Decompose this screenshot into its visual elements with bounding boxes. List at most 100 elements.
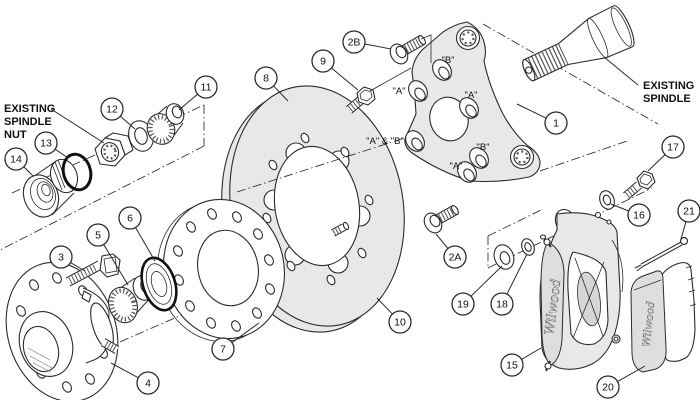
callout-bubble [661,135,685,159]
svg-text:"A" & "B": "A" & "B" [366,136,404,147]
callout-leader [610,203,629,212]
callout-leader [470,265,503,297]
callout-bubble [49,245,73,269]
callout-14: 14 [4,147,34,177]
callout-number: 9 [320,56,326,68]
callout-19: 19 [451,265,503,316]
callout-leader [54,148,69,159]
callout-15: 15 [500,347,542,377]
hub-key-tab [81,290,92,303]
svg-text:"A": "A" [449,161,462,172]
svg-text:"A": "A" [464,90,477,101]
part-cotter-pin [634,236,689,272]
svg-text:SPINDLE: SPINDLE [643,93,691,105]
part-grease-seal [140,256,178,312]
svg-text:EXISTING: EXISTING [4,103,55,115]
callout-10: 10 [376,297,412,334]
callout-5: 5 [86,223,129,286]
callout-6: 6 [118,206,156,262]
part-caliper: Wilwood [539,208,624,372]
part-rotor-adapter [157,198,286,342]
callout-12: 12 [100,97,136,130]
part-outer-bearing [146,103,185,145]
caliper-brand-script: Wilwood [543,278,565,336]
caliper-crossover-tube [611,239,624,293]
part-existing-spindle [522,5,635,82]
part-bolt-9 [345,67,412,114]
part-hub [5,261,120,400]
callout-bubble [311,49,335,73]
callout-number: 18 [496,299,508,311]
callout-bubble [490,292,514,316]
label-leader [50,108,105,144]
callout-bubble [627,203,651,227]
part-spindle-nut [94,132,134,167]
pad-outboard [630,270,667,373]
callout-leader [231,322,260,343]
callout-3: 3 [49,245,86,272]
callout-leader [516,103,547,119]
callout-bubble [342,30,366,54]
callout-bubble [451,292,475,316]
callout-bubble [4,147,28,171]
callout-17: 17 [647,135,685,172]
adapter-holes [173,208,275,332]
pad-inboard [660,262,696,363]
callout-leader [273,85,289,102]
callout-leader [376,297,393,315]
callout-leader [103,244,129,286]
callout-leader [617,365,646,383]
callout-leader [70,262,86,272]
callout-bubble [388,310,412,334]
callout-number: 10 [394,317,406,329]
hub-stud [100,338,120,354]
callout-2A: 2A [435,233,467,269]
callout-11: 11 [178,75,218,111]
callout-leader [331,67,359,91]
callout-leader [506,253,528,295]
part-bolt-2b [389,34,432,65]
pad-backing-hatch [685,265,697,307]
part-bolt-2a [423,205,459,234]
label-existing-spindle-nut: EXISTING SPINDLE NUT [4,103,105,144]
part-caliper-bracket [404,21,541,183]
callout-4: 4 [110,362,160,395]
callout-number: 19 [457,299,469,311]
part-o-ring [61,152,93,192]
callout-number: 8 [263,73,269,85]
callout-number: 5 [95,230,101,242]
pad-brand-script: Wilwood [641,300,658,347]
callout-leader [521,347,542,360]
svg-text:"B": "B" [476,142,489,153]
label-leader [603,56,639,86]
rotor-mount-holes [262,132,374,286]
part-washer-18 [521,238,535,256]
svg-text:"B": "B" [441,55,454,66]
callout-number: 12 [106,104,118,116]
callout-leader [435,233,449,249]
part-bolt-17 [623,170,656,200]
callout-number: 20 [602,382,614,394]
part-washer-16 [599,190,615,210]
callout-8: 8 [254,66,289,102]
callout-7: 7 [211,322,260,361]
callout-bubble [596,375,620,399]
callout-bubble [211,337,235,361]
bracket-hole-markings: "B" "A" "A" "A" & "B" "B" "A" [366,55,489,172]
callout-number: 2B [348,37,361,49]
callout-bubble [136,371,160,395]
callout-number: 16 [633,210,645,222]
callout-bubble [500,353,524,377]
callout-20: 20 [596,365,646,399]
callout-bubble [100,97,124,121]
rotor-stud [331,221,350,237]
callout-bubble [118,206,142,230]
callout-16: 16 [610,203,651,227]
callout-number: 17 [667,142,679,154]
callout-number: 7 [220,344,226,356]
part-brake-pads: Wilwood [630,262,697,373]
callout-leader [364,43,392,50]
part-stud-bolt [65,253,121,287]
svg-text:NUT: NUT [4,129,27,141]
